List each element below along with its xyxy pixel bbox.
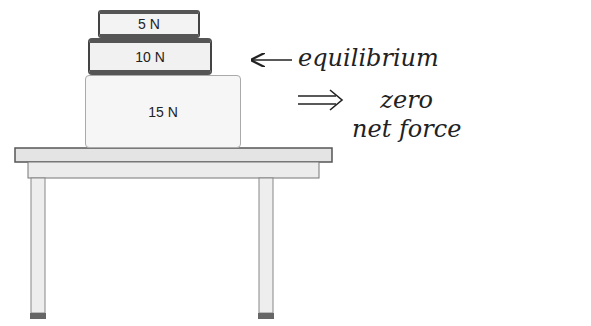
- book: 10 N: [88, 38, 212, 75]
- table-foot: [30, 313, 46, 319]
- implies-arrow: [298, 95, 336, 97]
- table-leg: [31, 178, 45, 313]
- weight-label: 10 N: [135, 49, 165, 65]
- table-leg: [259, 178, 273, 313]
- annotation: equilibrium: [298, 44, 439, 73]
- table-top: [15, 148, 332, 162]
- weight-label: 5 N: [138, 16, 160, 32]
- implies-arrow: [330, 90, 342, 110]
- table-foot: [258, 313, 274, 319]
- implies-arrow: [298, 103, 336, 105]
- pointer-arrow: [252, 59, 292, 61]
- book: 5 N: [98, 10, 200, 38]
- book: 15 N: [85, 75, 241, 148]
- annotation: zero net force: [352, 86, 461, 144]
- table-apron: [28, 162, 319, 178]
- weight-label: 15 N: [148, 104, 178, 120]
